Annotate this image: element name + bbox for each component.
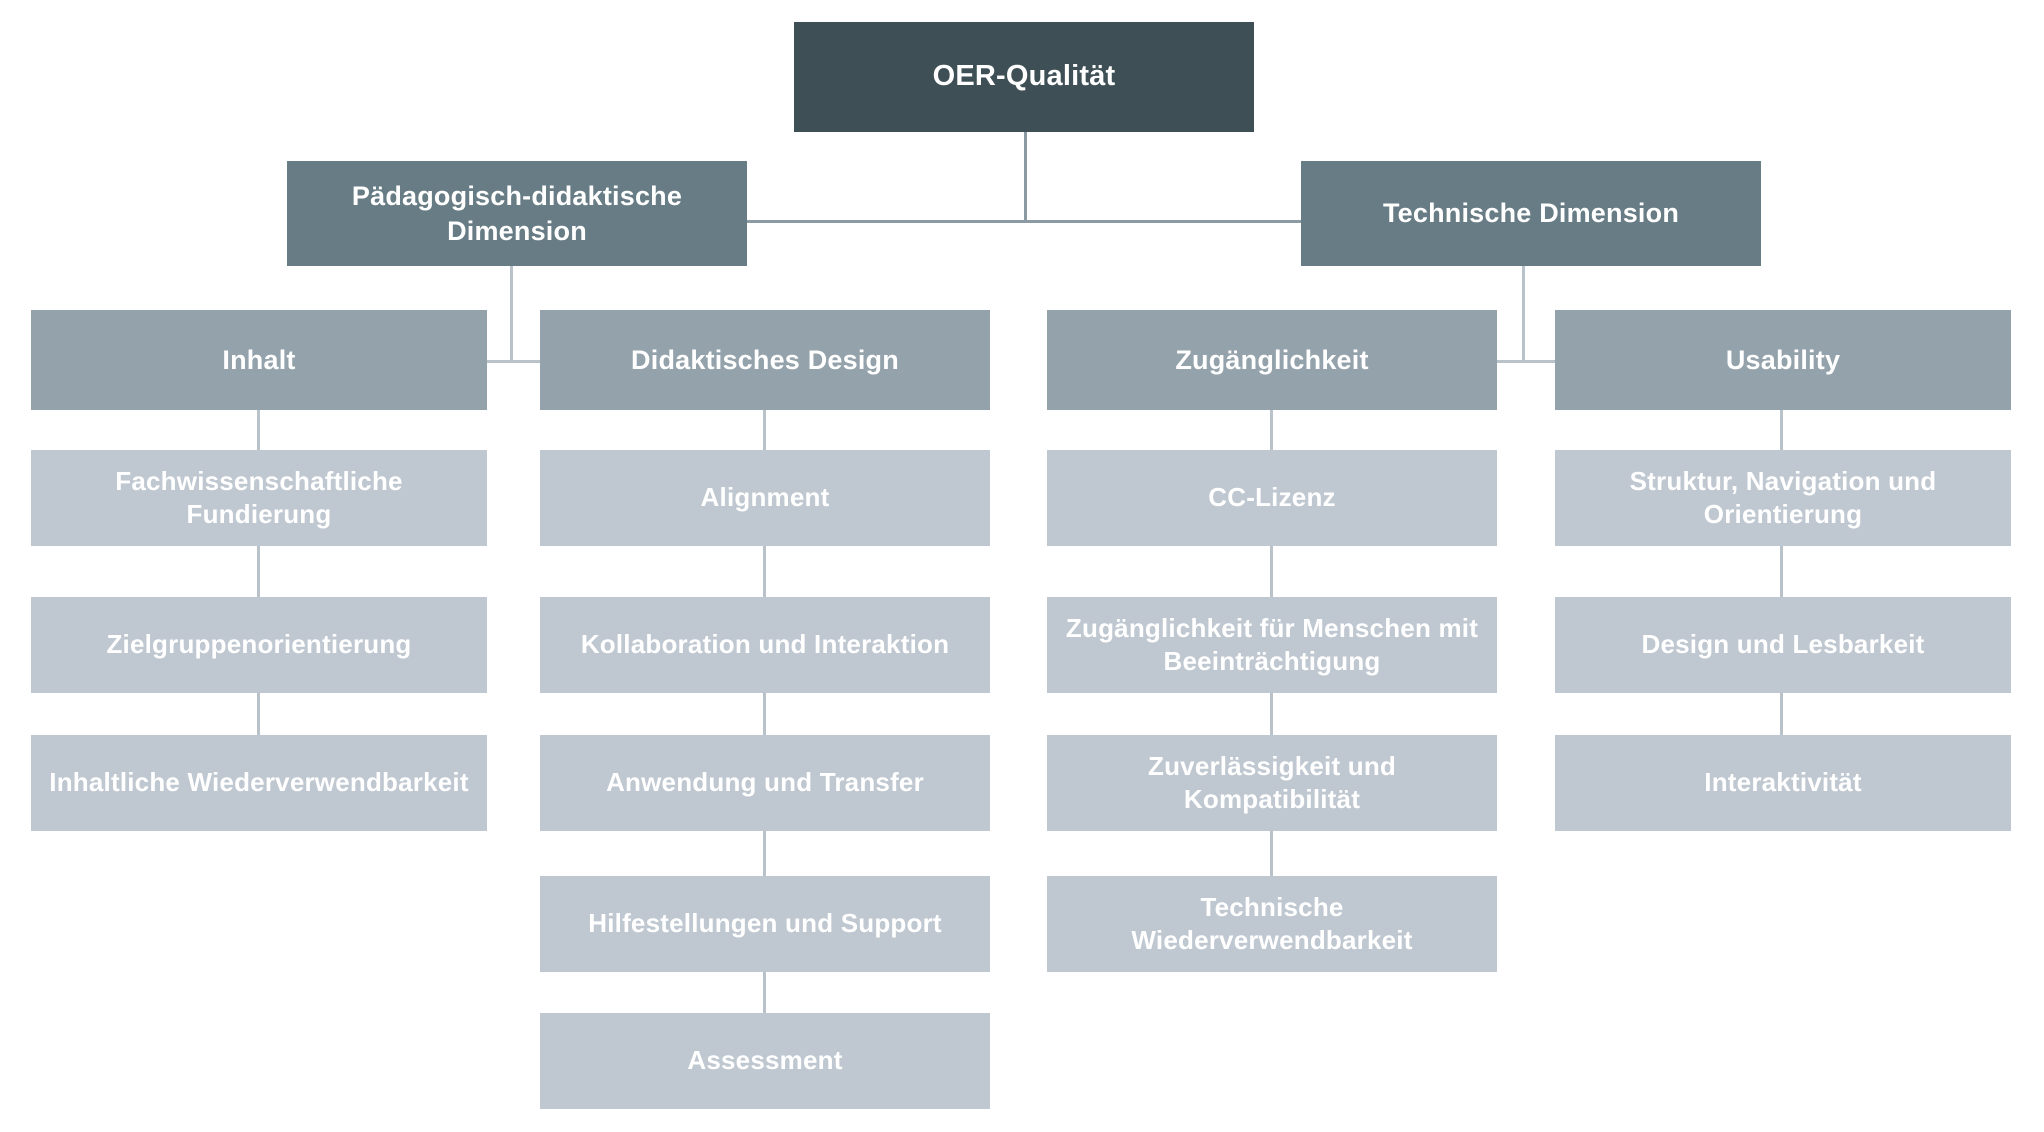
connector-root-vertical (1024, 132, 1027, 222)
node-item-label: Hilfestellungen und Support (588, 908, 942, 939)
connector-spine-didaktisches-design (763, 410, 766, 1050)
node-item-anwendung-und-transfer[interactable]: Anwendung und Transfer (540, 735, 990, 831)
node-item-zielgruppenorientierung[interactable]: Zielgruppenorientierung (31, 597, 487, 693)
node-dimension-pedagogic[interactable]: Pädagogisch-didaktische Dimension (287, 161, 747, 266)
node-item-fachwissenschaftliche-fundierung[interactable]: Fachwissenschaftliche Fundierung (31, 450, 487, 546)
node-dimension-pedagogic-label: Pädagogisch-didaktische Dimension (351, 180, 683, 246)
node-category-inhalt[interactable]: Inhalt (31, 310, 487, 410)
node-category-inhalt-label: Inhalt (222, 344, 296, 375)
node-item-zuverlaessigkeit-und-kompatibilitaet[interactable]: Zuverlässigkeit und Kompatibilität (1047, 735, 1497, 831)
node-item-alignment[interactable]: Alignment (540, 450, 990, 546)
node-item-zugaenglichkeit-beeintraechtigung[interactable]: Zugänglichkeit für Menschen mit Beeinträ… (1047, 597, 1497, 693)
node-item-label: Assessment (687, 1045, 843, 1076)
node-dimension-technical-label: Technische Dimension (1382, 198, 1680, 229)
node-item-label: Zielgruppenorientierung (106, 629, 412, 660)
node-root[interactable]: OER-Qualität (794, 22, 1254, 132)
node-category-didaktisches-design-label: Didaktisches Design (631, 344, 899, 375)
node-item-label: Kollaboration und Interaktion (580, 629, 950, 660)
node-category-zugaenglichkeit[interactable]: Zugänglichkeit (1047, 310, 1497, 410)
node-item-label: Anwendung und Transfer (606, 767, 924, 798)
node-item-label: Zugänglichkeit für Menschen mit Beeinträ… (1065, 612, 1479, 676)
connector-pedagogic-bus (487, 360, 543, 363)
connector-technical-bus (1497, 360, 1555, 363)
node-item-design-und-lesbarkeit[interactable]: Design und Lesbarkeit (1555, 597, 2011, 693)
node-item-label: Alignment (700, 482, 830, 513)
node-item-label: Inhaltliche Wiederverwendbarkeit (49, 767, 469, 798)
node-item-label: Technische Wiederverwendbarkeit (1131, 891, 1413, 955)
node-item-assessment[interactable]: Assessment (540, 1013, 990, 1109)
node-category-didaktisches-design[interactable]: Didaktisches Design (540, 310, 990, 410)
node-category-usability-label: Usability (1725, 344, 1841, 375)
node-item-label: Fachwissenschaftliche Fundierung (115, 465, 403, 529)
connector-pedagogic-vertical (510, 266, 513, 362)
node-category-usability[interactable]: Usability (1555, 310, 2011, 410)
node-item-struktur-navigation-orientierung[interactable]: Struktur, Navigation und Orientierung (1555, 450, 2011, 546)
node-item-kollaboration-und-interaktion[interactable]: Kollaboration und Interaktion (540, 597, 990, 693)
node-item-label: Struktur, Navigation und Orientierung (1629, 465, 1937, 529)
connector-dimension-bus (746, 220, 1302, 223)
node-item-technische-wiederverwendbarkeit[interactable]: Technische Wiederverwendbarkeit (1047, 876, 1497, 972)
node-item-label: Interaktivität (1704, 767, 1862, 798)
node-item-label: Zuverlässigkeit und Kompatibilität (1148, 750, 1396, 814)
node-root-label: OER-Qualität (932, 60, 1116, 93)
node-category-zugaenglichkeit-label: Zugänglichkeit (1175, 344, 1369, 375)
node-dimension-technical[interactable]: Technische Dimension (1301, 161, 1761, 266)
node-item-cc-lizenz[interactable]: CC-Lizenz (1047, 450, 1497, 546)
connector-technical-vertical (1522, 266, 1525, 362)
node-item-hilfestellungen-und-support[interactable]: Hilfestellungen und Support (540, 876, 990, 972)
node-item-label: CC-Lizenz (1208, 482, 1336, 513)
node-item-inhaltliche-wiederverwendbarkeit[interactable]: Inhaltliche Wiederverwendbarkeit (31, 735, 487, 831)
node-item-label: Design und Lesbarkeit (1641, 629, 1925, 660)
node-item-interaktivitaet[interactable]: Interaktivität (1555, 735, 2011, 831)
